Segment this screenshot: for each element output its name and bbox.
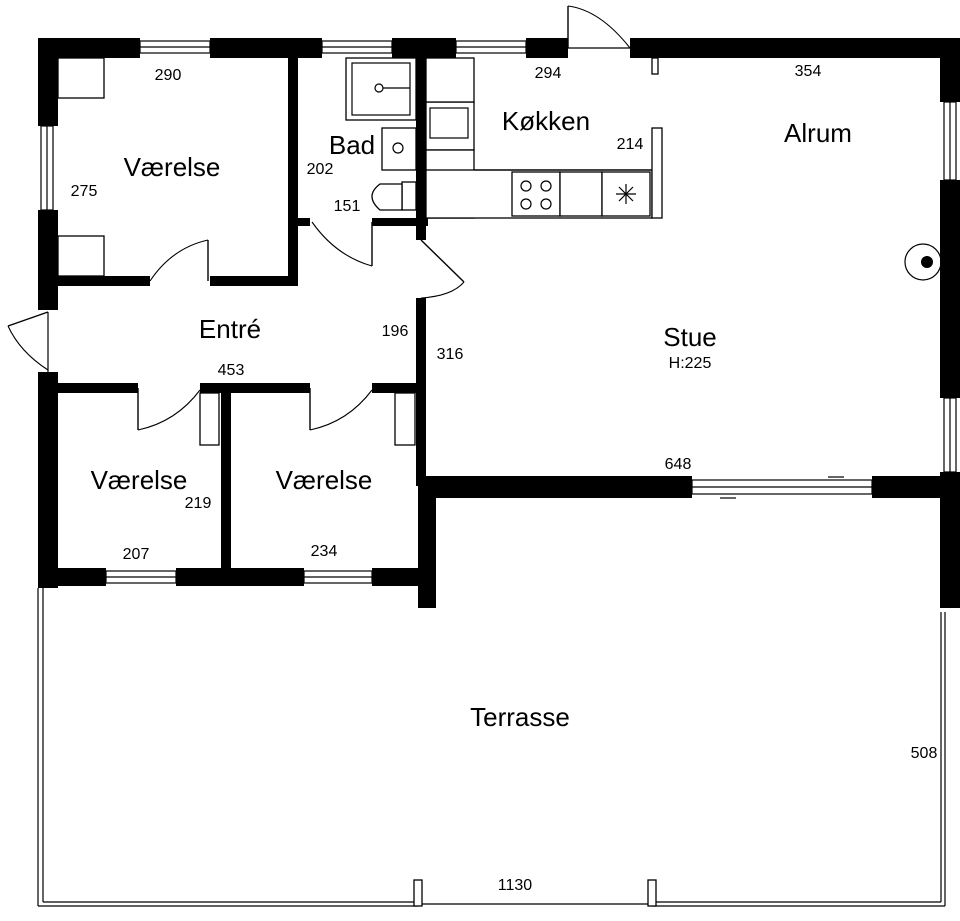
windows (40, 40, 957, 584)
dim-vaerelse-1-width: 290 (155, 67, 182, 84)
closet-vaerelse-2 (199, 392, 220, 446)
wall-right-mid (940, 180, 960, 398)
terrace-post-left (413, 879, 423, 907)
bathroom-sink (381, 127, 417, 171)
door-vaerelse-2-arc (137, 389, 201, 431)
kitchen-stove (511, 171, 561, 217)
wall-vaerelse-entre (58, 276, 150, 286)
dim-kokken-width: 294 (535, 65, 562, 82)
dim-vaerelse-2-width: 207 (123, 546, 150, 563)
wall-top-mid-2 (392, 38, 456, 58)
terrace-post-right (647, 879, 657, 907)
dim-vaerelse-3-width: 234 (311, 543, 338, 560)
kitchen-peninsula (651, 127, 663, 219)
dim-terrasse-depth: 508 (911, 745, 938, 762)
wall-vaerelse-bad (288, 58, 298, 284)
wall-top-mid-3 (526, 38, 568, 58)
dim-alrum-width: 354 (795, 63, 822, 80)
fireplace-icon (904, 243, 942, 281)
door-stue-leaf (420, 239, 465, 283)
label-vaerelse-3: Værelse (276, 465, 373, 495)
dim-bad-width: 151 (334, 198, 361, 215)
dim-entre-width: 453 (218, 362, 245, 379)
wall-bad-entre (298, 218, 310, 226)
dim-vaerelse-2-depth: 219 (185, 495, 212, 512)
doors (7, 5, 631, 446)
door-vaerelse-3-arc (309, 389, 373, 431)
door-stue-arc (420, 281, 465, 299)
wall-right-top (940, 38, 960, 102)
wall-top-right (630, 38, 960, 58)
wall-bad-entre-2 (372, 218, 428, 226)
kitchen-upper-left (425, 57, 475, 103)
wall-vaerelse-entre-2 (210, 276, 298, 286)
label-stue: Stue (663, 322, 717, 352)
wall-right-low (940, 472, 960, 608)
shower (345, 57, 417, 121)
wall-stue-terrace-2 (872, 476, 960, 498)
wall-stub (651, 57, 659, 75)
label-terrasse: Terrasse (470, 702, 570, 732)
door-kitchen-arc (567, 5, 631, 49)
label-kokken: Køkken (502, 106, 590, 136)
dim-vaerelse-1-depth: 275 (71, 183, 98, 200)
dim-entre-depth: 196 (382, 323, 409, 340)
wall-entre-rooms-2 (200, 383, 310, 393)
door-bad-arc (311, 221, 373, 267)
closet-vaerelse-3 (394, 392, 416, 446)
wall-left-mid (38, 210, 58, 310)
label-vaerelse-2: Værelse (91, 465, 188, 495)
toilet-tank (401, 181, 417, 211)
wall-top-left (38, 38, 140, 58)
label-entre: Entré (199, 314, 261, 344)
interior-walls (58, 58, 960, 568)
label-stue-height: H:225 (669, 355, 712, 372)
label-vaerelse-1: Værelse (124, 152, 221, 182)
wall-left-lower (38, 372, 58, 588)
dim-stue-width: 648 (665, 456, 692, 473)
door-entrance-leaf (7, 311, 49, 327)
dimension-labels: 290 275 202 151 294 214 354 196 453 316 … (71, 63, 938, 894)
exterior-walls (38, 38, 960, 608)
room-labels: Værelse Bad Køkken Alrum Entré Stue H:22… (91, 106, 852, 732)
wall-bad-kokken (416, 58, 426, 240)
toilet (371, 183, 403, 211)
wall-bottom-rooms-1 (38, 568, 106, 586)
terrace (37, 588, 946, 907)
wall-bottom-rooms-2 (176, 568, 304, 586)
label-bad: Bad (329, 130, 375, 160)
dim-bad-depth: 202 (307, 161, 334, 178)
wall-left-upper (38, 38, 58, 126)
door-vaerelse-1-arc (149, 239, 209, 282)
dim-terrasse-width: 1130 (498, 877, 533, 894)
wall-stue-terrace (418, 476, 692, 498)
dim-kokken-depth: 214 (617, 136, 644, 153)
wall-terrace-edge (418, 476, 436, 608)
wardrobe-bottom (57, 235, 105, 277)
wall-top-mid-1 (210, 38, 322, 58)
kitchen-cabinet (559, 171, 603, 217)
door-entrance-arc (7, 325, 49, 371)
wardrobe-top (57, 57, 105, 99)
wall-vaerelse-2-3 (221, 393, 231, 568)
wall-entre-rooms-1 (58, 383, 138, 393)
wall-entre-rooms-3 (372, 383, 426, 393)
fixtures (57, 57, 942, 281)
kitchen-sink-unit (425, 101, 475, 151)
label-alrum: Alrum (784, 118, 852, 148)
dim-stue-depth: 316 (437, 346, 464, 363)
